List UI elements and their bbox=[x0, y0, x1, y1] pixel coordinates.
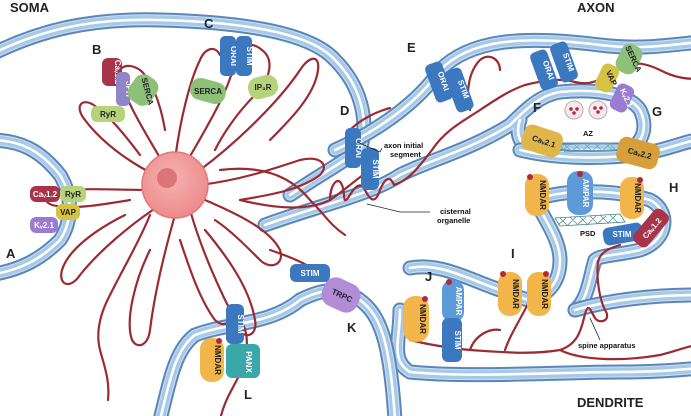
orai-channel-c: ORAI bbox=[220, 36, 238, 76]
nmdar-receptor-h1: NMDAR bbox=[525, 174, 549, 216]
svg-text:AMPAR: AMPAR bbox=[581, 179, 590, 208]
psd-mesh bbox=[554, 213, 626, 227]
ais-label-line1: axon initial bbox=[384, 141, 423, 150]
svg-text:STIM: STIM bbox=[300, 269, 319, 278]
cav12-channel-a: Caᵥ1.2 bbox=[30, 186, 60, 202]
serca-pump-c: SERCA bbox=[190, 77, 226, 105]
svg-text:NMDAR: NMDAR bbox=[538, 180, 547, 210]
svg-text:ORAI: ORAI bbox=[354, 138, 363, 158]
az-label: AZ bbox=[583, 129, 593, 138]
label-i: I bbox=[511, 246, 515, 261]
kv21-channel-a: Kᵥ2.1 bbox=[30, 217, 58, 233]
svg-text:Caᵥ1.2: Caᵥ1.2 bbox=[113, 60, 122, 85]
svg-text:NMDAR: NMDAR bbox=[540, 279, 549, 309]
label-e: E bbox=[407, 40, 416, 55]
label-l: L bbox=[244, 387, 252, 402]
panx-channel: PANX bbox=[226, 344, 260, 378]
label-d: D bbox=[340, 103, 349, 118]
label-f: F bbox=[533, 100, 541, 115]
label-h: H bbox=[669, 180, 678, 195]
nucleus bbox=[141, 151, 209, 219]
orai-channel-f: ORAI bbox=[530, 49, 558, 91]
title-axon: AXON bbox=[577, 0, 615, 15]
label-g: G bbox=[652, 104, 662, 119]
nmdar-receptor-h2: NMDAR bbox=[620, 177, 644, 219]
svg-text:Caᵥ1.2: Caᵥ1.2 bbox=[33, 190, 58, 199]
active-zone-mesh bbox=[559, 142, 616, 153]
svg-text:STIM: STIM bbox=[612, 230, 631, 239]
cav22-channel: Caᵥ2.2 bbox=[616, 136, 660, 170]
svg-text:SERCA: SERCA bbox=[194, 87, 222, 96]
label-b: B bbox=[92, 42, 101, 57]
title-dendrite: DENDRITE bbox=[577, 395, 644, 410]
stim-protein-d: STIM bbox=[361, 148, 380, 190]
svg-text:STIM: STIM bbox=[236, 314, 245, 333]
label-j: J bbox=[425, 269, 432, 284]
label-c: C bbox=[204, 16, 214, 31]
stim-protein-l: STIM bbox=[226, 304, 245, 344]
stim-protein-k: STIM bbox=[290, 264, 330, 282]
svg-text:RyR: RyR bbox=[65, 190, 81, 199]
vap-protein-a: VAP bbox=[56, 204, 80, 220]
synaptic-vesicles bbox=[564, 100, 608, 120]
stim-protein-h: STIM bbox=[602, 222, 644, 246]
trpc-channel: TRPC bbox=[321, 277, 361, 313]
svg-text:VAP: VAP bbox=[60, 208, 77, 217]
svg-text:NMDAR: NMDAR bbox=[213, 345, 222, 375]
ip3r-channel: IP₃R bbox=[247, 74, 279, 100]
spine-apparatus-label: spine apparatus bbox=[578, 341, 636, 350]
svg-text:AMPAR: AMPAR bbox=[454, 287, 463, 316]
svg-text:STIM: STIM bbox=[371, 159, 380, 178]
svg-text:IP₃R: IP₃R bbox=[254, 83, 271, 92]
ryr-channel-a: RyR bbox=[60, 186, 86, 202]
svg-text:NMDAR: NMDAR bbox=[633, 183, 642, 213]
nmdar-receptor-i1: NMDAR bbox=[498, 271, 522, 316]
svg-text:Kᵥ2.1: Kᵥ2.1 bbox=[34, 221, 54, 230]
svg-text:STIM: STIM bbox=[453, 330, 462, 349]
ampar-receptor-j: AMPAR bbox=[442, 279, 464, 322]
svg-text:NMDAR: NMDAR bbox=[418, 304, 427, 334]
ryr-channel-b: RyR bbox=[91, 106, 125, 122]
orai-channel-d: ORAI bbox=[345, 128, 363, 168]
ampar-receptor-h: AMPAR bbox=[567, 171, 593, 215]
kv21-channel-g: Kᵥ2.1 bbox=[609, 83, 635, 113]
psd-label: PSD bbox=[580, 229, 596, 238]
svg-text:NMDAR: NMDAR bbox=[511, 279, 520, 309]
serca-pump-g: SERCA bbox=[615, 43, 643, 75]
svg-text:STIM: STIM bbox=[245, 46, 254, 65]
ais-label-line2: segment bbox=[390, 150, 421, 159]
stim-protein-j: STIM bbox=[442, 318, 462, 362]
cav21-channel: Caᵥ2.1 bbox=[521, 124, 563, 158]
nmdar-receptor-i2: NMDAR bbox=[527, 271, 551, 316]
cisternal-label-line1: cisternal bbox=[440, 207, 471, 216]
cisternal-label-line2: organelle bbox=[437, 216, 470, 225]
leader-lines bbox=[356, 141, 601, 341]
vap-protein-g: VAP bbox=[594, 63, 620, 93]
nmdar-receptor-j: NMDAR bbox=[403, 296, 429, 342]
label-k: K bbox=[347, 320, 357, 335]
serca-pump-b: SERCA bbox=[127, 74, 159, 106]
title-soma: SOMA bbox=[10, 0, 50, 15]
stim-protein-c: STIM bbox=[236, 36, 254, 76]
svg-text:PANX: PANX bbox=[244, 351, 253, 373]
label-a: A bbox=[6, 246, 16, 261]
nmdar-receptor-l: NMDAR bbox=[200, 338, 224, 382]
stim-protein-e: STIM bbox=[444, 67, 474, 113]
stim-protein-f: STIM bbox=[550, 41, 578, 83]
svg-text:ORAI: ORAI bbox=[229, 46, 238, 66]
svg-text:RyR: RyR bbox=[100, 110, 116, 119]
